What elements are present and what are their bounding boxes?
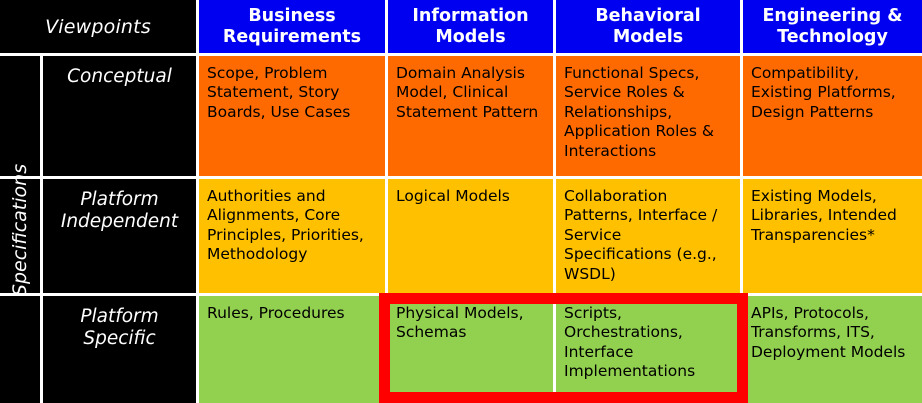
cell-conceptual-engineering-technology: Compatibility, Existing Platforms, Desig… bbox=[743, 56, 922, 176]
cell-platform-specific-engineering-technology: APIs, Protocols, Transforms, ITS, Deploy… bbox=[743, 296, 922, 403]
row-label-text: Conceptual bbox=[67, 66, 172, 87]
cell-platform-specific-behavioral-models: Scripts, Orchestrations, Interface Imple… bbox=[556, 296, 740, 403]
column-header-label: Engineering & Technology bbox=[762, 5, 903, 47]
cell-platform-specific-business-requirements: Rules, Procedures bbox=[199, 296, 385, 403]
row-divider-1 bbox=[0, 176, 922, 179]
column-header-label: Information Models bbox=[412, 5, 529, 47]
specifications-rail: Specifications bbox=[0, 56, 40, 403]
row-label-platform-specific: Platform Specific bbox=[43, 296, 196, 403]
column-divider-1 bbox=[196, 0, 199, 403]
cell-conceptual-information-models: Domain Analysis Model, Clinical Statemen… bbox=[388, 56, 553, 176]
column-header-label: Behavioral Models bbox=[595, 5, 701, 47]
corner-label: Viewpoints bbox=[45, 15, 151, 38]
matrix-corner-header: Viewpoints bbox=[0, 0, 196, 53]
row-label-text: Platform Specific bbox=[80, 306, 159, 350]
row-label-platform-independent: Platform Independent bbox=[43, 179, 196, 293]
cell-platform-independent-information-models: Logical Models bbox=[388, 179, 553, 293]
cell-platform-independent-business-requirements: Authorities and Alignments, Core Princip… bbox=[199, 179, 385, 293]
column-divider-4 bbox=[740, 0, 743, 403]
rail-divider bbox=[40, 56, 43, 403]
column-header-business-requirements: Business Requirements bbox=[199, 0, 385, 53]
column-divider-2 bbox=[385, 0, 388, 403]
column-header-label: Business Requirements bbox=[222, 5, 362, 47]
cell-conceptual-business-requirements: Scope, Problem Statement, Story Boards, … bbox=[199, 56, 385, 176]
row-label-conceptual: Conceptual bbox=[43, 56, 196, 176]
column-header-behavioral-models: Behavioral Models bbox=[556, 0, 740, 53]
column-header-information-models: Information Models bbox=[388, 0, 553, 53]
rail-label: Specifications bbox=[9, 163, 32, 296]
row-divider-2 bbox=[0, 293, 922, 296]
cell-conceptual-behavioral-models: Functional Specs, Service Roles & Relati… bbox=[556, 56, 740, 176]
cell-platform-independent-engineering-technology: Existing Models, Libraries, Intended Tra… bbox=[743, 179, 922, 293]
row-label-text: Platform Independent bbox=[60, 189, 179, 233]
cell-platform-specific-information-models: Physical Models, Schemas bbox=[388, 296, 553, 403]
row-divider-header bbox=[0, 53, 922, 56]
cell-platform-independent-behavioral-models: Collaboration Patterns, Interface / Serv… bbox=[556, 179, 740, 293]
column-header-engineering-technology: Engineering & Technology bbox=[743, 0, 922, 53]
column-divider-3 bbox=[553, 0, 556, 403]
